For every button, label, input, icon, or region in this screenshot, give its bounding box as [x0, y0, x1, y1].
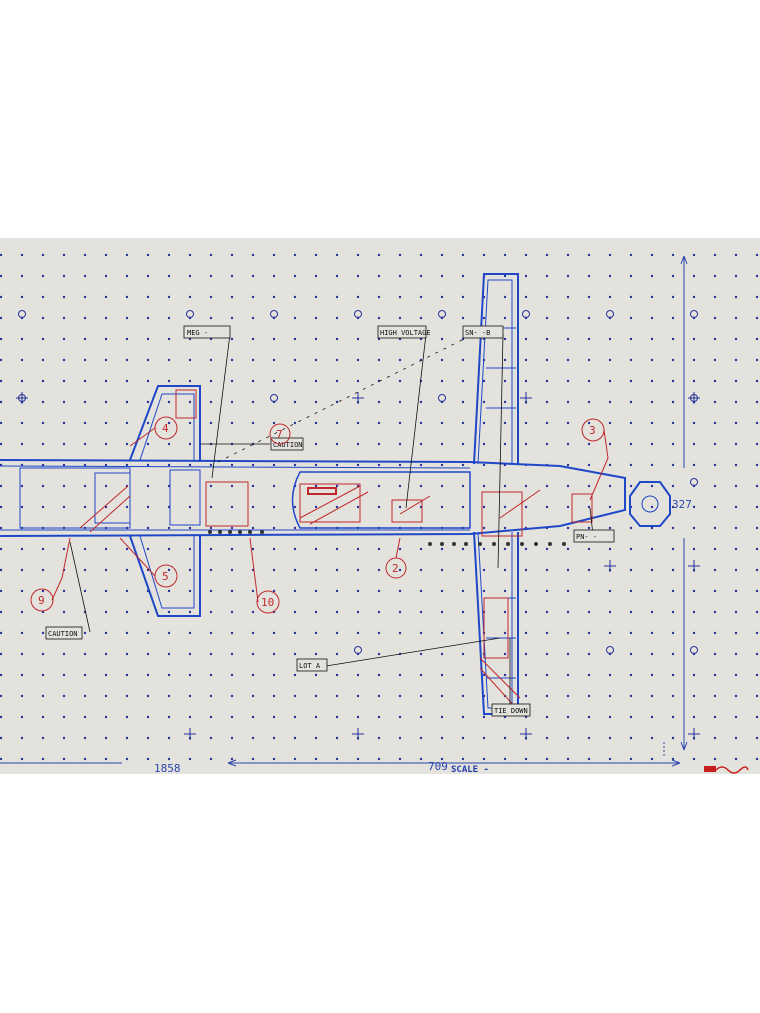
- label-meg: MEG -: [183, 325, 231, 339]
- signature-stamp-logo: [704, 766, 749, 774]
- svg-text:CAUTION: CAUTION: [273, 441, 303, 449]
- svg-text:SN- -B: SN- -B: [465, 329, 490, 337]
- label-sn: SN- -B: [462, 325, 504, 339]
- aircraft-plan-drawing: MEG - HIGH VOLTAGE SN- -B CAUTION CAUTIO…: [0, 238, 760, 775]
- callout-5: 5: [162, 570, 169, 583]
- blueprint-sheet: MEG - HIGH VOLTAGE SN- -B CAUTION CAUTIO…: [0, 238, 760, 775]
- grid-markers: [16, 310, 700, 740]
- label-caution-bottom: CAUTION: [45, 626, 83, 640]
- svg-text:PN- -: PN- -: [576, 533, 597, 541]
- dimension-327: 327: [672, 498, 692, 511]
- dot-grid: [0, 238, 760, 774]
- rivet-row: [208, 530, 566, 546]
- callout-2: 2: [392, 562, 399, 575]
- label-pn: PN- -: [573, 529, 615, 543]
- callout-9: 9: [38, 594, 45, 607]
- svg-text:TIE DOWN: TIE DOWN: [494, 707, 528, 715]
- leader-lines: [69, 333, 594, 708]
- svg-text:MEG -: MEG -: [187, 329, 208, 337]
- red-markups: [79, 389, 593, 709]
- svg-text:LOT A: LOT A: [299, 662, 321, 670]
- dimension-1858: 1858: [154, 762, 181, 774]
- fuselage-outline: [0, 459, 671, 537]
- label-high-voltage: HIGH VOLTAGE: [377, 325, 431, 339]
- svg-text:CAUTION: CAUTION: [48, 630, 78, 638]
- dimension-lines: [0, 255, 688, 767]
- callout-10: 10: [261, 596, 274, 609]
- label-caution-top: CAUTION: [270, 437, 304, 451]
- callout-4: 4: [162, 422, 169, 435]
- scale-label: SCALE -: [451, 765, 489, 774]
- dimension-709: 709: [428, 760, 448, 773]
- label-tie-down: TIE DOWN: [491, 703, 531, 717]
- svg-text:HIGH VOLTAGE: HIGH VOLTAGE: [380, 329, 431, 337]
- callout-7: 7: [276, 428, 283, 441]
- callout-3: 3: [589, 424, 596, 437]
- label-lot: LOT A: [296, 658, 328, 672]
- callout-circles: [30, 416, 609, 614]
